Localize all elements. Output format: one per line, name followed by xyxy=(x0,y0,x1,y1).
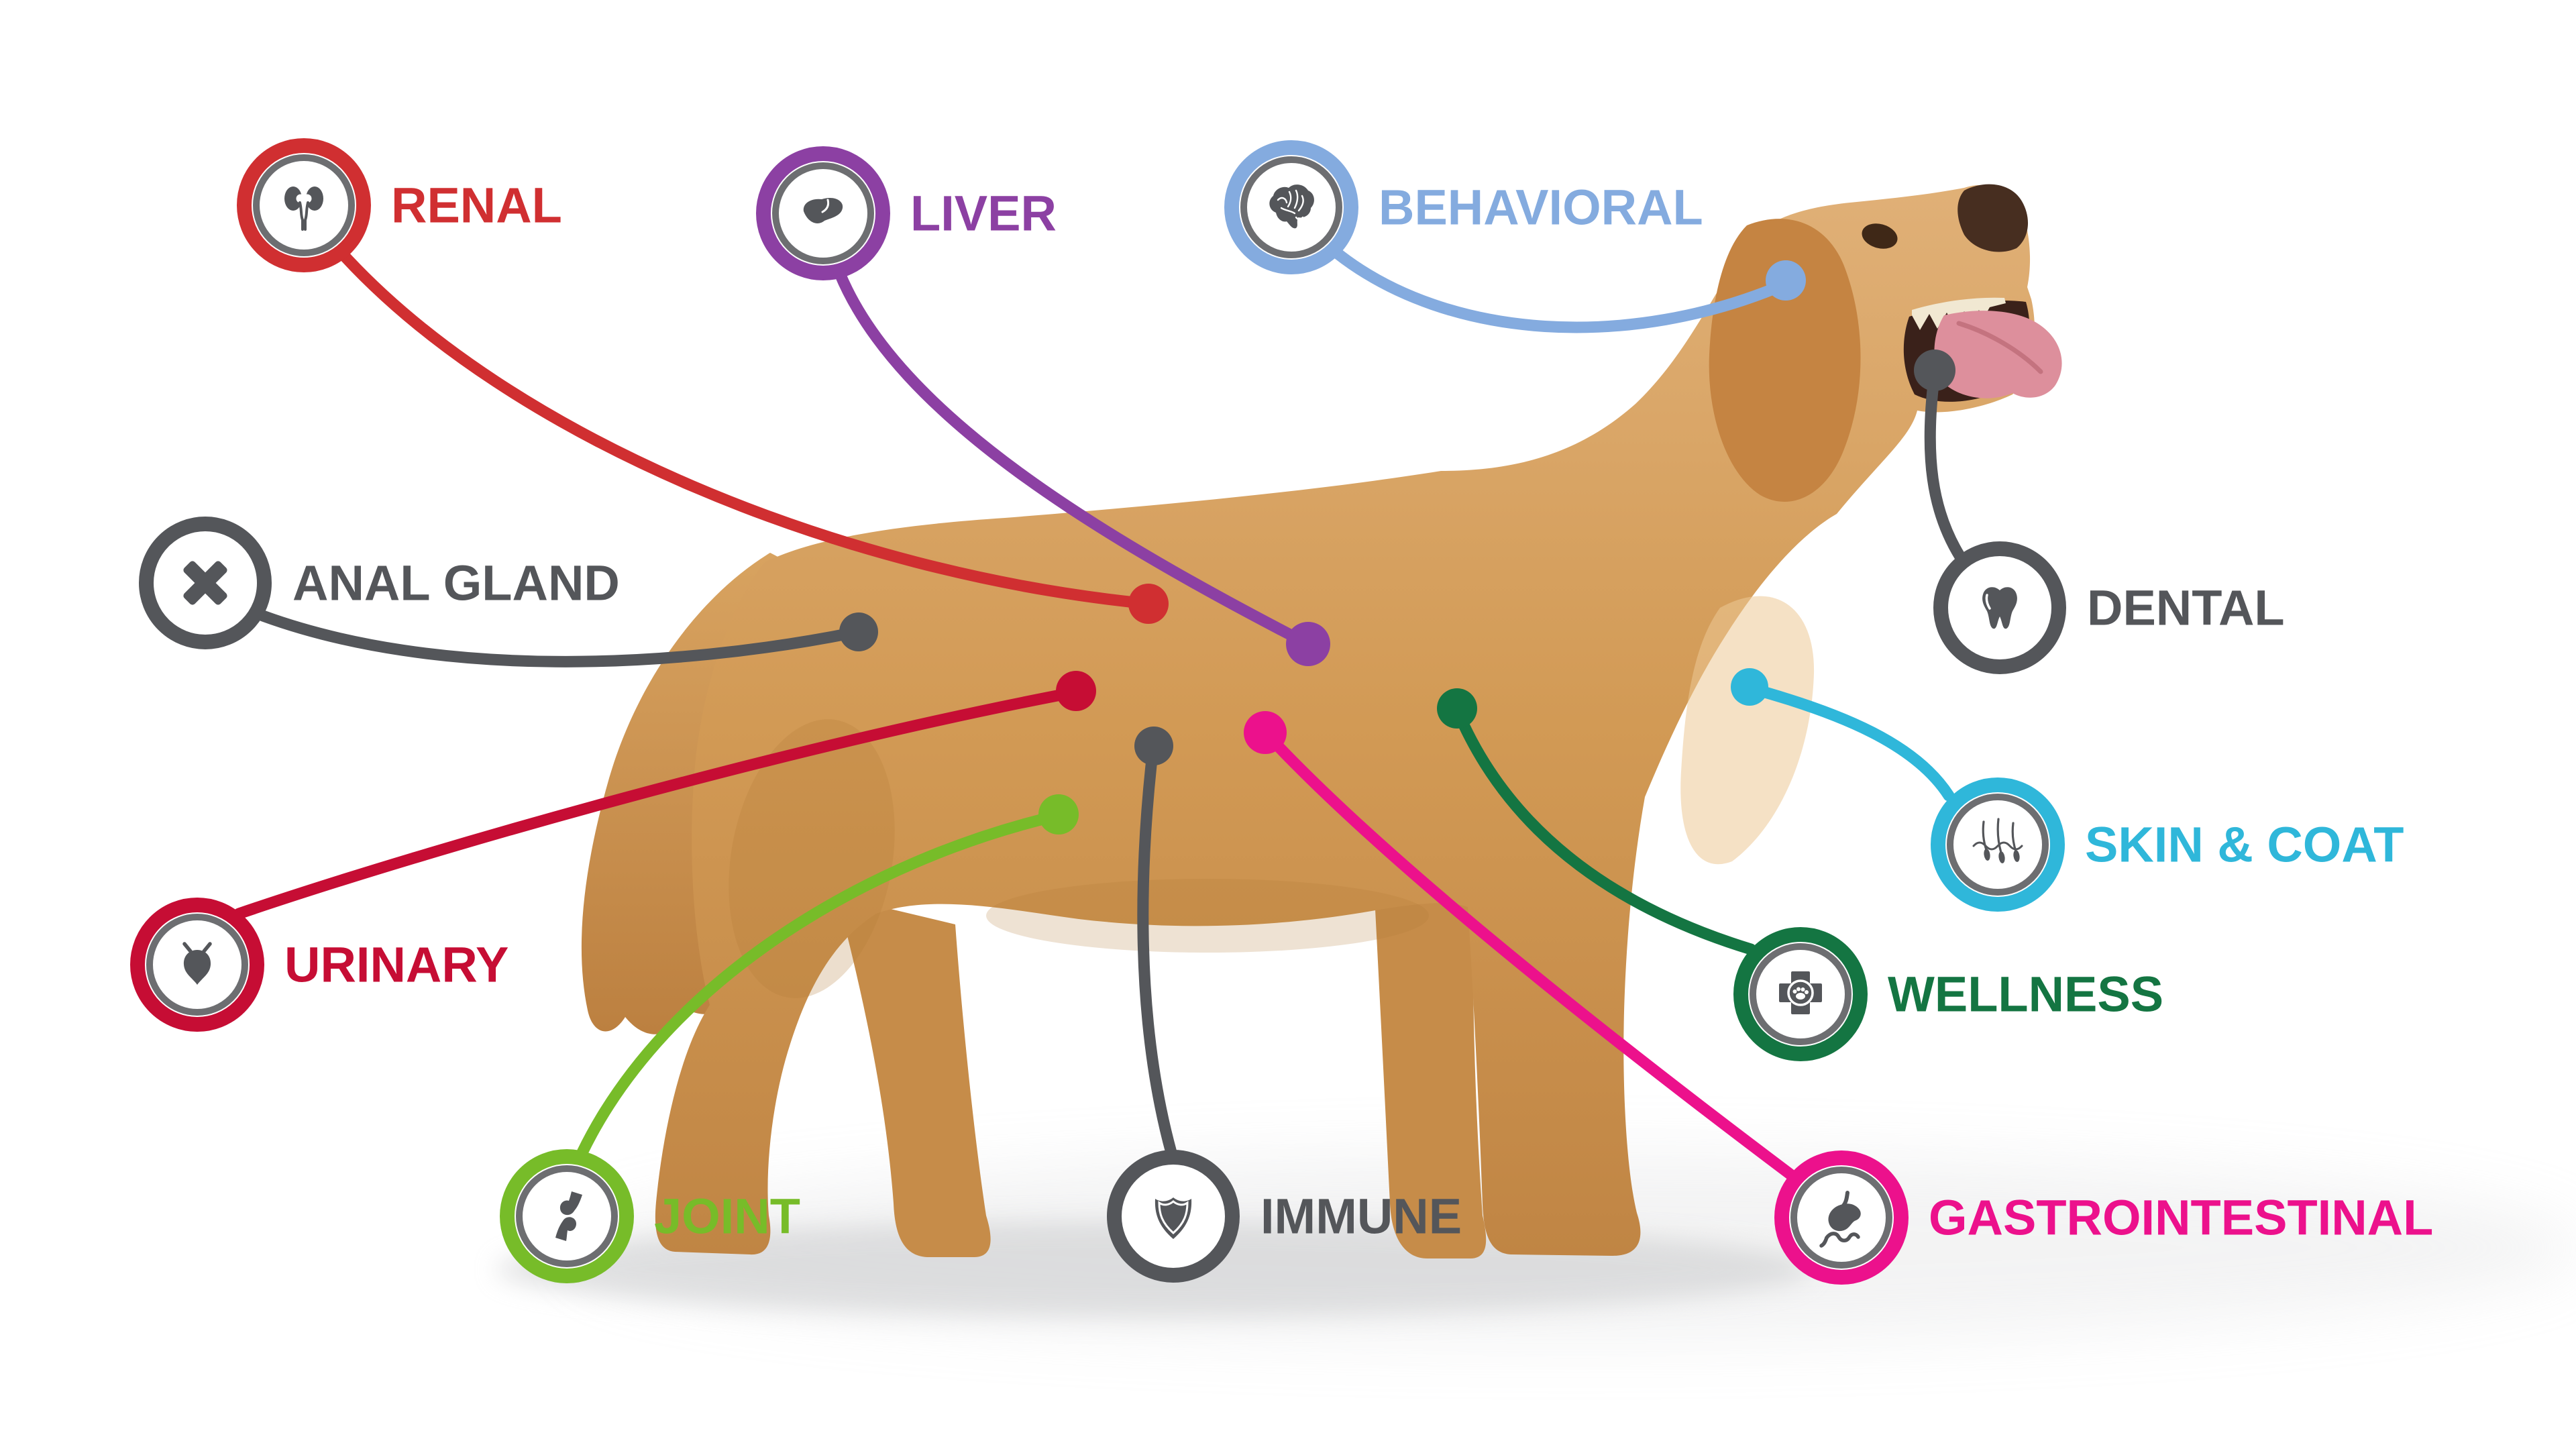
dog-eye xyxy=(1862,223,1898,249)
liver-icon xyxy=(803,197,843,223)
urinary-dot xyxy=(1056,671,1096,711)
urinary-label: URINARY xyxy=(284,937,508,993)
anal-gland-line xyxy=(257,610,863,667)
shield-icon xyxy=(1155,1197,1192,1239)
dog-thigh-shading xyxy=(729,719,895,998)
immune-badge[interactable] xyxy=(1107,1150,1240,1283)
behavioral-label: BEHAVIORAL xyxy=(1379,180,1703,235)
knee-joint-icon xyxy=(555,1191,582,1241)
anal-gland-badge[interactable] xyxy=(139,517,272,649)
joint-line xyxy=(576,810,1063,1159)
kidneys-icon xyxy=(284,186,323,231)
dog-nose xyxy=(1957,184,2029,252)
wellness-callout: WELLNESS xyxy=(1733,927,2163,1061)
renal-label: RENAL xyxy=(391,178,562,233)
callout-lines xyxy=(233,248,1966,1180)
liver-callout: LIVER xyxy=(756,146,1057,280)
skin-coat-line xyxy=(1745,682,1955,802)
brain-icon xyxy=(1269,184,1314,229)
gastrointestinal-dot xyxy=(1244,711,1287,754)
dog-belly-shading xyxy=(986,879,1429,953)
renal-callout: RENAL xyxy=(237,138,562,272)
urinary-badge[interactable] xyxy=(130,898,264,1032)
joint-badge[interactable] xyxy=(500,1149,634,1283)
behavioral-badge[interactable] xyxy=(1224,140,1358,274)
joint-callout: JOINT xyxy=(500,1149,800,1283)
medical-cross-paw-icon xyxy=(1779,971,1822,1014)
hair-follicles-icon xyxy=(1972,818,2023,863)
dog-tongue xyxy=(1934,311,2062,398)
wellness-dot xyxy=(1437,688,1477,729)
dog-illustration xyxy=(496,184,2576,1342)
gastrointestinal-callout: GASTROINTESTINAL xyxy=(1774,1150,2433,1285)
anal-gland-label: ANAL GLAND xyxy=(292,555,620,611)
dog-front-leg-far xyxy=(1371,832,1487,1258)
dog-body xyxy=(655,184,2035,1256)
joint-label: JOINT xyxy=(654,1189,800,1244)
gastrointestinal-badge[interactable] xyxy=(1774,1150,1909,1285)
urinary-line xyxy=(233,686,1081,920)
behavioral-line xyxy=(1332,248,1790,333)
x-mark-icon xyxy=(183,561,227,605)
immune-line xyxy=(1137,741,1177,1159)
dental-callout: DENTAL xyxy=(1933,541,2285,674)
dog-ear xyxy=(1709,219,1861,502)
liver-dot xyxy=(1286,622,1330,666)
wellness-line xyxy=(1451,704,1757,955)
renal-dot xyxy=(1128,584,1169,624)
dog-chest-highlight xyxy=(1680,596,1815,865)
wellness-badge[interactable] xyxy=(1733,927,1868,1061)
skin-coat-badge[interactable] xyxy=(1931,777,2065,912)
liver-label: LIVER xyxy=(910,186,1057,241)
stomach-icon xyxy=(1819,1191,1861,1248)
anal-gland-dot xyxy=(839,612,878,651)
anal-gland-callout: ANAL GLAND xyxy=(139,517,620,649)
behavioral-dot xyxy=(1766,260,1806,301)
bladder-icon xyxy=(182,942,212,985)
immune-label: IMMUNE xyxy=(1260,1189,1462,1244)
liver-line xyxy=(834,268,1314,650)
dental-dot xyxy=(1914,350,1955,391)
skin-coat-label: SKIN & COAT xyxy=(2085,817,2404,873)
liver-badge[interactable] xyxy=(756,146,890,280)
gastrointestinal-line xyxy=(1260,728,1796,1180)
gastrointestinal-label: GASTROINTESTINAL xyxy=(1929,1190,2433,1246)
tooth-icon xyxy=(1982,587,2017,629)
wellness-label: WELLNESS xyxy=(1888,967,2163,1022)
urinary-callout: URINARY xyxy=(130,898,508,1032)
immune-callout: IMMUNE xyxy=(1107,1150,1462,1283)
dog-rear-leg-far xyxy=(837,896,991,1257)
skin-coat-callout: SKIN & COAT xyxy=(1931,777,2404,912)
skin-coat-dot xyxy=(1731,668,1768,706)
dog-tongue-groove xyxy=(1956,321,2043,374)
callout-dots xyxy=(839,260,1955,835)
dental-line xyxy=(1924,367,1966,563)
renal-badge[interactable] xyxy=(237,138,371,272)
dental-label: DENTAL xyxy=(2087,580,2285,636)
joint-dot xyxy=(1038,794,1079,835)
dental-badge[interactable] xyxy=(1933,541,2066,674)
immune-dot xyxy=(1134,727,1173,765)
renal-line xyxy=(337,249,1155,610)
behavioral-callout: BEHAVIORAL xyxy=(1224,140,1703,274)
